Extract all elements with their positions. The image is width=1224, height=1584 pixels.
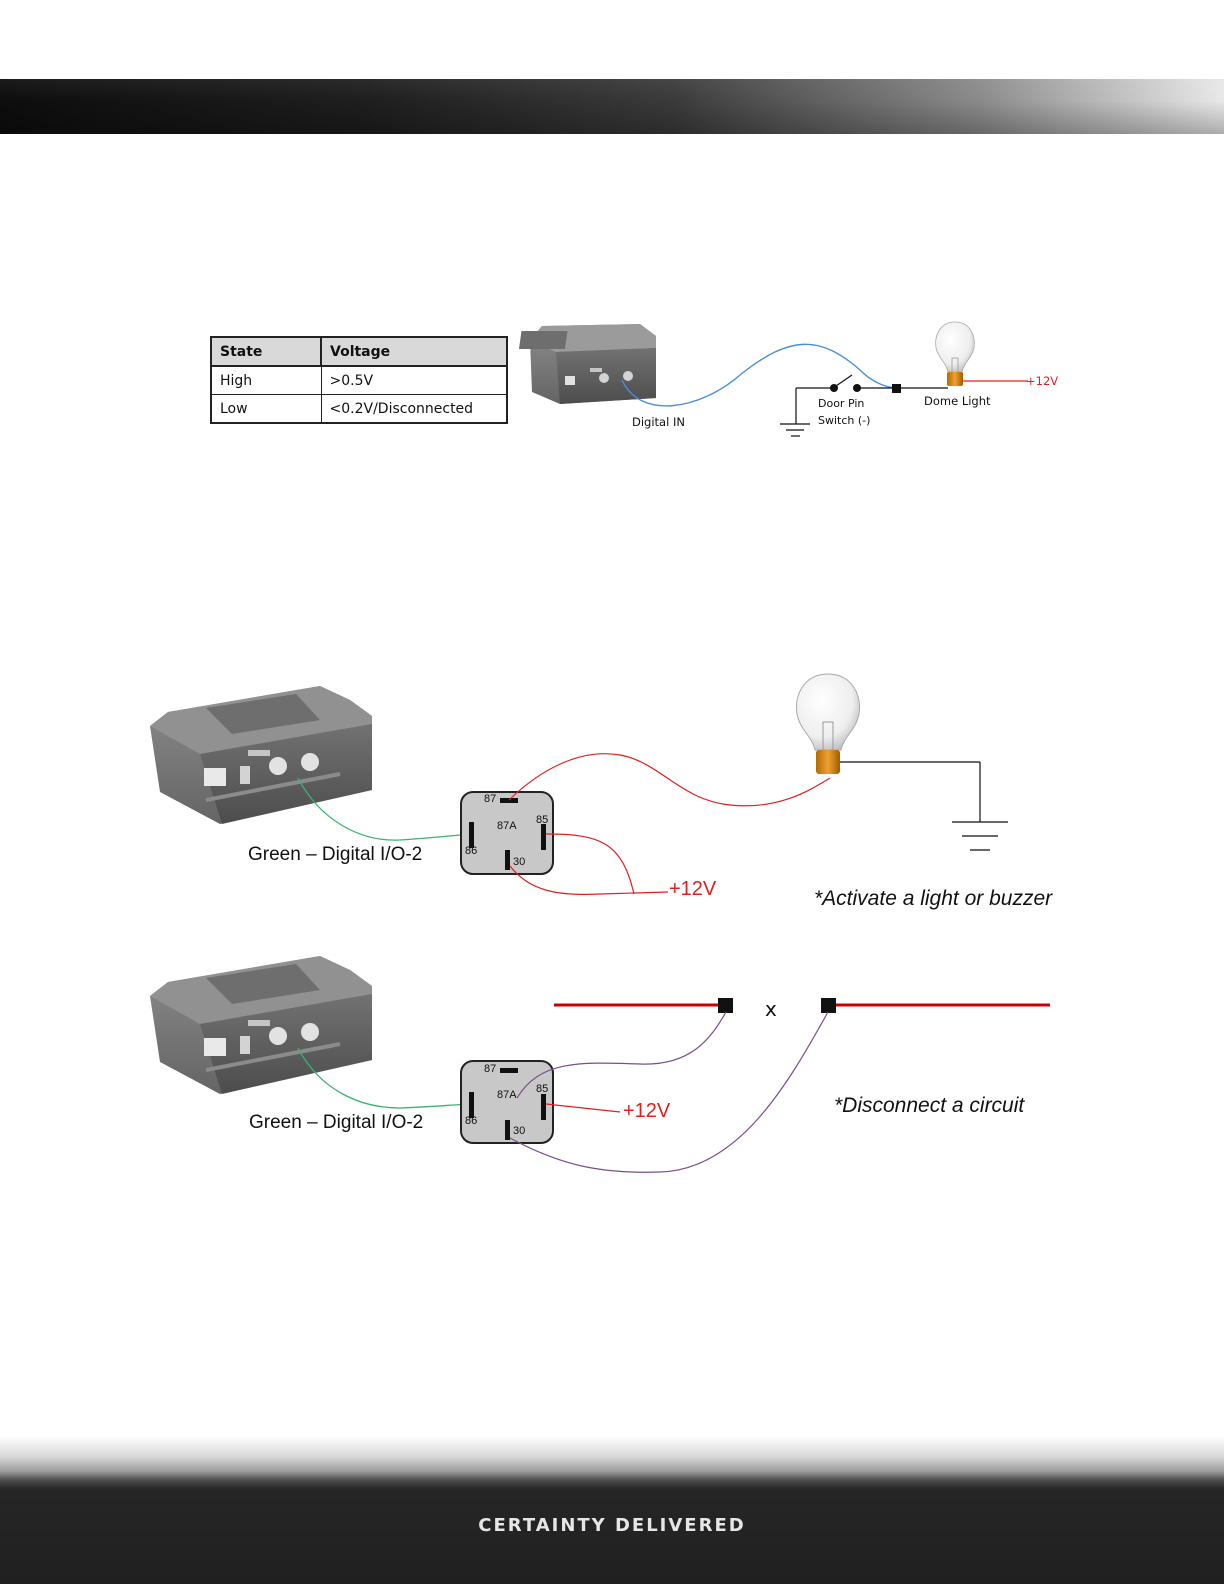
pin-label: 87A <box>497 820 517 832</box>
ground-symbol <box>780 388 832 436</box>
door-switch-diagram: Digital IN Door Pin Switch (-) Dome Ligh… <box>519 322 1058 436</box>
break-mark: x <box>765 997 777 1021</box>
pin-label: 87 <box>484 1063 496 1075</box>
tracker-device-icon <box>150 686 372 824</box>
relay-icon: 87 87A 85 86 30 <box>461 792 553 874</box>
terminal-block <box>821 998 836 1013</box>
activate-light-diagram: Green – Digital I/O-2 87 87A 85 86 30 +1… <box>150 674 1053 910</box>
pin-label: 30 <box>513 856 525 868</box>
pin-label: 86 <box>465 1115 477 1127</box>
dome-light-label: Dome Light <box>924 394 991 408</box>
tracker-device-icon <box>150 956 372 1094</box>
pin-label: 87A <box>497 1089 517 1101</box>
disconnect-caption: *Disconnect a circuit <box>834 1094 1025 1117</box>
pin-label: 85 <box>536 1083 548 1095</box>
dome-light-bulb-icon <box>936 322 975 386</box>
voltage-label: +12V <box>1026 374 1058 388</box>
voltage-label: +12V <box>623 1100 671 1122</box>
door-pin-label: Door Pin <box>818 397 864 410</box>
light-caption: *Activate a light or buzzer <box>814 887 1053 910</box>
terminal-block <box>718 998 733 1013</box>
digital-in-label: Digital IN <box>632 415 685 429</box>
relay-icon: 87 87A 85 86 30 <box>461 1061 553 1143</box>
light-bulb-icon <box>797 674 860 774</box>
voltage-label: +12V <box>669 878 717 900</box>
ground-symbol <box>840 762 1008 850</box>
pin-label: 87 <box>484 793 496 805</box>
switch-label: Switch (-) <box>818 414 870 427</box>
pin-label: 85 <box>536 814 548 826</box>
door-pin-switch-icon <box>830 375 948 393</box>
disconnect-circuit-diagram: Green – Digital I/O-2 87 87A 85 86 30 x … <box>150 956 1050 1172</box>
pin-label: 86 <box>465 845 477 857</box>
footer-band <box>0 1436 1224 1584</box>
green-wire-label: Green – Digital I/O-2 <box>248 844 422 865</box>
pin-label: 30 <box>513 1125 525 1137</box>
footer-tagline: CERTAINTY DELIVERED <box>0 1515 1224 1536</box>
tracker-device-icon <box>519 324 656 404</box>
green-wire-label: Green – Digital I/O-2 <box>249 1112 423 1133</box>
